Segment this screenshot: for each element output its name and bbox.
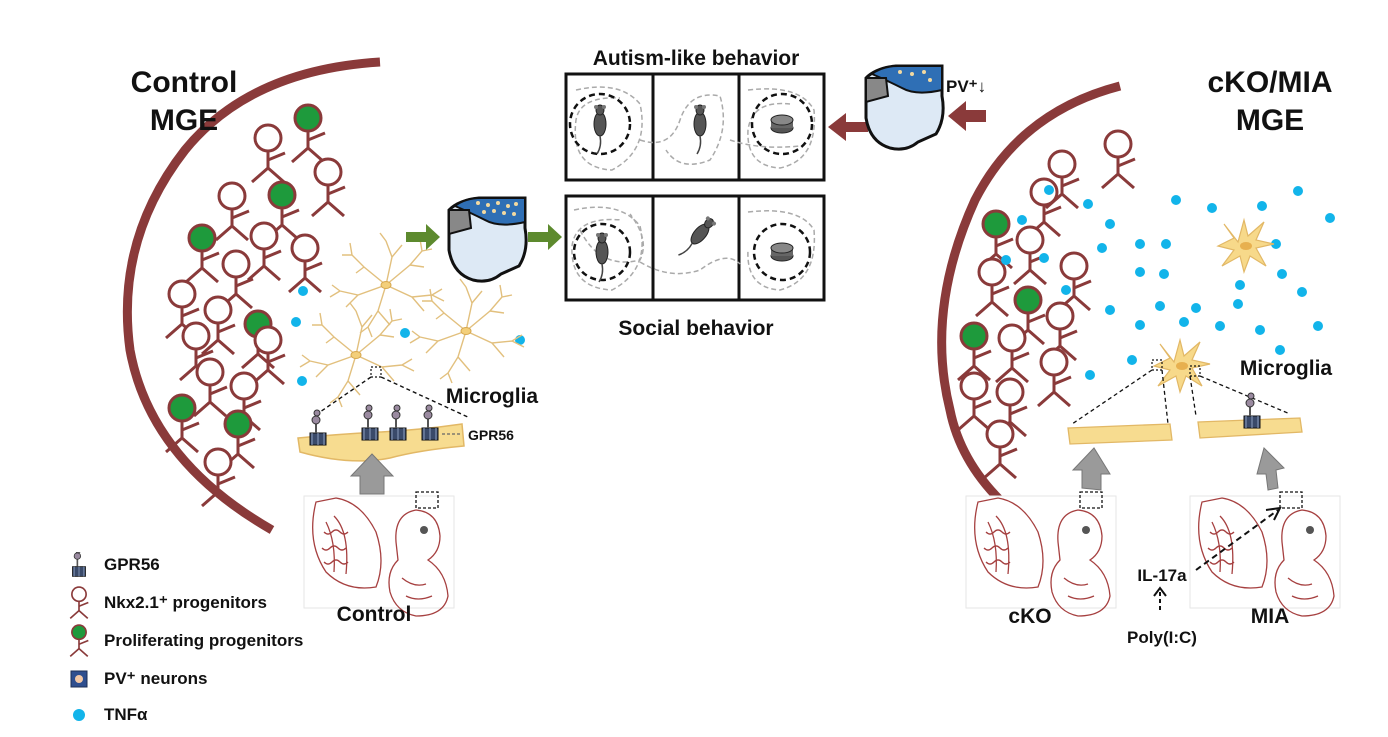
legend-item-pv-neurons: PV⁺ neurons: [62, 666, 207, 692]
cko-tnf-dots: [1001, 185, 1335, 380]
green-arrow-2: [528, 224, 562, 250]
gpr56-callout-label: GPR56: [468, 427, 514, 443]
control-microglia-label: Microglia: [446, 385, 539, 408]
control-panel: Control MGE: [122, 57, 539, 626]
brown-arrow-2: [948, 101, 986, 131]
autism-behavior-title: Autism-like behavior: [593, 47, 800, 70]
cko-title-line1: cKO/MIA: [1207, 66, 1332, 99]
control-embryo-label: Control: [337, 603, 412, 626]
brown-arrow-1: [828, 113, 868, 141]
mia-embryo: [1189, 491, 1341, 617]
cko-process-left: [1067, 423, 1173, 445]
pv-decrease-label: PV⁺↓: [946, 77, 986, 96]
legend-item-proliferating-progenitors: Proliferating progenitors: [62, 624, 304, 658]
mia-embryo-label: MIA: [1251, 605, 1290, 628]
legend-label: TNFα: [104, 705, 148, 724]
tnf-dot-icon: [62, 702, 96, 728]
proliferating-progenitor-icon: [62, 624, 96, 658]
control-embryo: [303, 491, 455, 617]
legend-item-tnf: TNFα: [62, 702, 148, 728]
control-up-arrow: [349, 453, 395, 495]
legend-label: Proliferating progenitors: [104, 631, 304, 650]
cko-embryo-label: cKO: [1008, 605, 1051, 628]
legend-item-gpr56: GPR56: [62, 552, 160, 578]
cko-up-arrow: [1071, 447, 1111, 491]
progenitor-icon: [62, 586, 96, 620]
mia-up-arrow: [1256, 447, 1285, 491]
il17a-label: IL-17a: [1137, 566, 1187, 585]
legend-label: PV⁺ neurons: [104, 669, 208, 688]
cko-embryo: [965, 491, 1117, 617]
green-arrow-1: [406, 224, 440, 250]
legend-item-nkx21-progenitors: Nkx2.1⁺ progenitors: [62, 586, 267, 620]
control-brain-slice: [447, 196, 528, 283]
pv-neuron-icon: [62, 666, 96, 692]
cko-ventricle-wall: [937, 81, 1122, 504]
polyic-label: Poly(I:C): [1127, 628, 1197, 647]
cko-mia-panel: cKO/MIA MGE: [937, 66, 1341, 647]
cko-microglia-label: Microglia: [1240, 357, 1333, 380]
social-behavior-title: Social behavior: [618, 317, 773, 340]
control-tnf-dots: [291, 286, 525, 386]
gpr56-receptor-icon: [62, 552, 96, 578]
legend-label: GPR56: [104, 555, 160, 574]
control-title-line1: Control: [131, 66, 238, 99]
cko-title-line2: MGE: [1236, 104, 1304, 137]
control-title-line2: MGE: [150, 104, 218, 137]
cko-brain-slice: [864, 64, 945, 151]
social-behavior-arena: [564, 194, 826, 302]
control-ventricle-wall: [122, 57, 381, 534]
legend-label: Nkx2.1⁺ progenitors: [104, 593, 267, 612]
autism-behavior-arena: [564, 72, 826, 182]
